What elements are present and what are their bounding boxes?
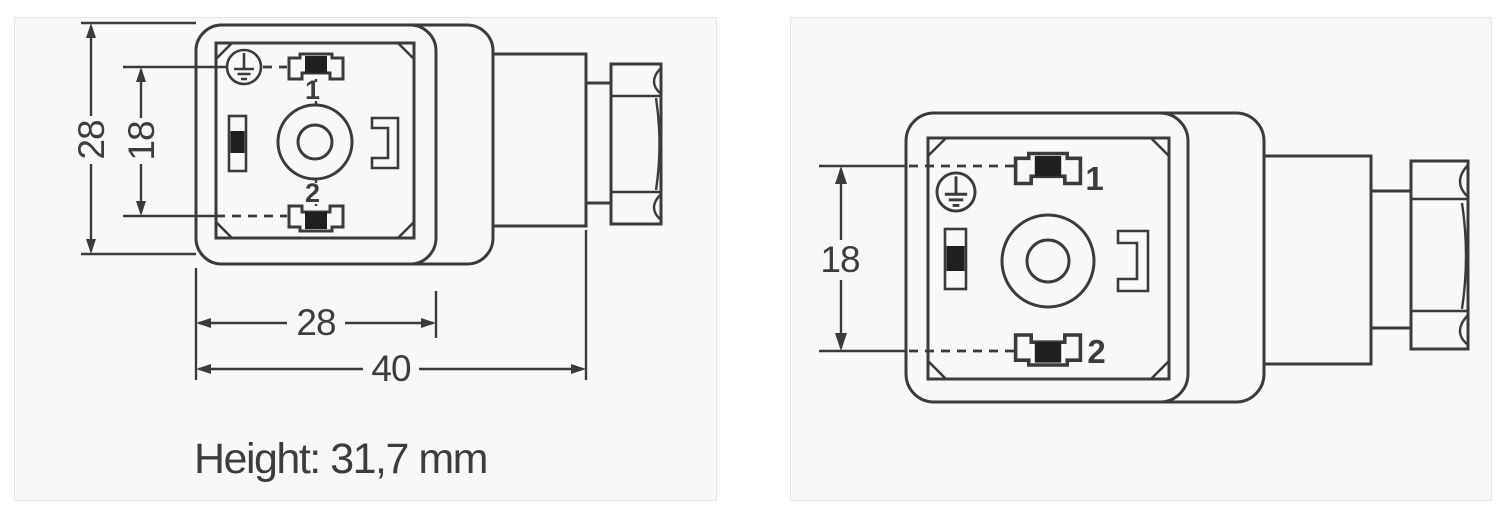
face-corner-chamfers [215,42,415,239]
terminal-2-label: 2 [305,178,319,208]
center-screw-hole [296,123,334,161]
terminal-1-label: 1 [305,75,320,105]
connector-drawing-terminal-spacing: 1 2 18 [819,111,1470,404]
coding-slot-right [1116,229,1150,293]
connector-body: 1 2 [194,23,663,266]
connector-face [214,41,416,240]
connector-face [926,136,1171,381]
dashed-reference-lines [909,164,1015,353]
terminal-1-label: 1 [1085,160,1103,197]
dimension-terminal-spacing: 18 [121,65,227,218]
dimension-label-terminal-spacing: 18 [820,239,859,280]
dimension-label-total-width: 40 [371,348,411,389]
coding-slot-right [370,116,400,170]
dimension-label-outer-height: 28 [71,120,112,159]
face-corner-chamfers [927,137,1170,380]
gland-collar [1369,189,1413,330]
dimension-outer-height: 28 [71,21,196,256]
dimension-body-width: 28 [194,268,438,380]
hex-nut [1409,159,1470,351]
dimension-total-width: 40 [196,230,588,389]
housing-front-plate [904,111,1190,404]
gland-neck [1262,154,1373,366]
dimension-label-terminal-spacing: 18 [121,121,162,160]
cable-gland [491,52,663,228]
center-bore-outer [1000,213,1096,309]
dimension-label-body-width: 28 [296,302,335,343]
center-screw-hole [1025,238,1071,284]
hex-nut [609,62,663,226]
gland-neck [491,52,588,228]
dashed-reference-lines [216,65,287,218]
left-diagram-panel: 1 2 28 18 [14,17,717,501]
dimension-terminal-spacing: 18 [819,164,906,353]
right-diagram-panel: 1 2 18 [790,17,1492,501]
height-caption: Height: 31,7 mm [194,435,487,483]
gland-collar [584,81,613,205]
connector-drawing-dimensioned: 1 2 28 18 [71,21,663,483]
terminal-2-label: 2 [1087,333,1105,370]
cable-gland [1262,154,1470,366]
connector-body: 1 2 [904,111,1470,404]
coding-slot-left [943,227,968,291]
coding-slot-left [227,114,248,173]
housing-front-plate [194,23,438,266]
